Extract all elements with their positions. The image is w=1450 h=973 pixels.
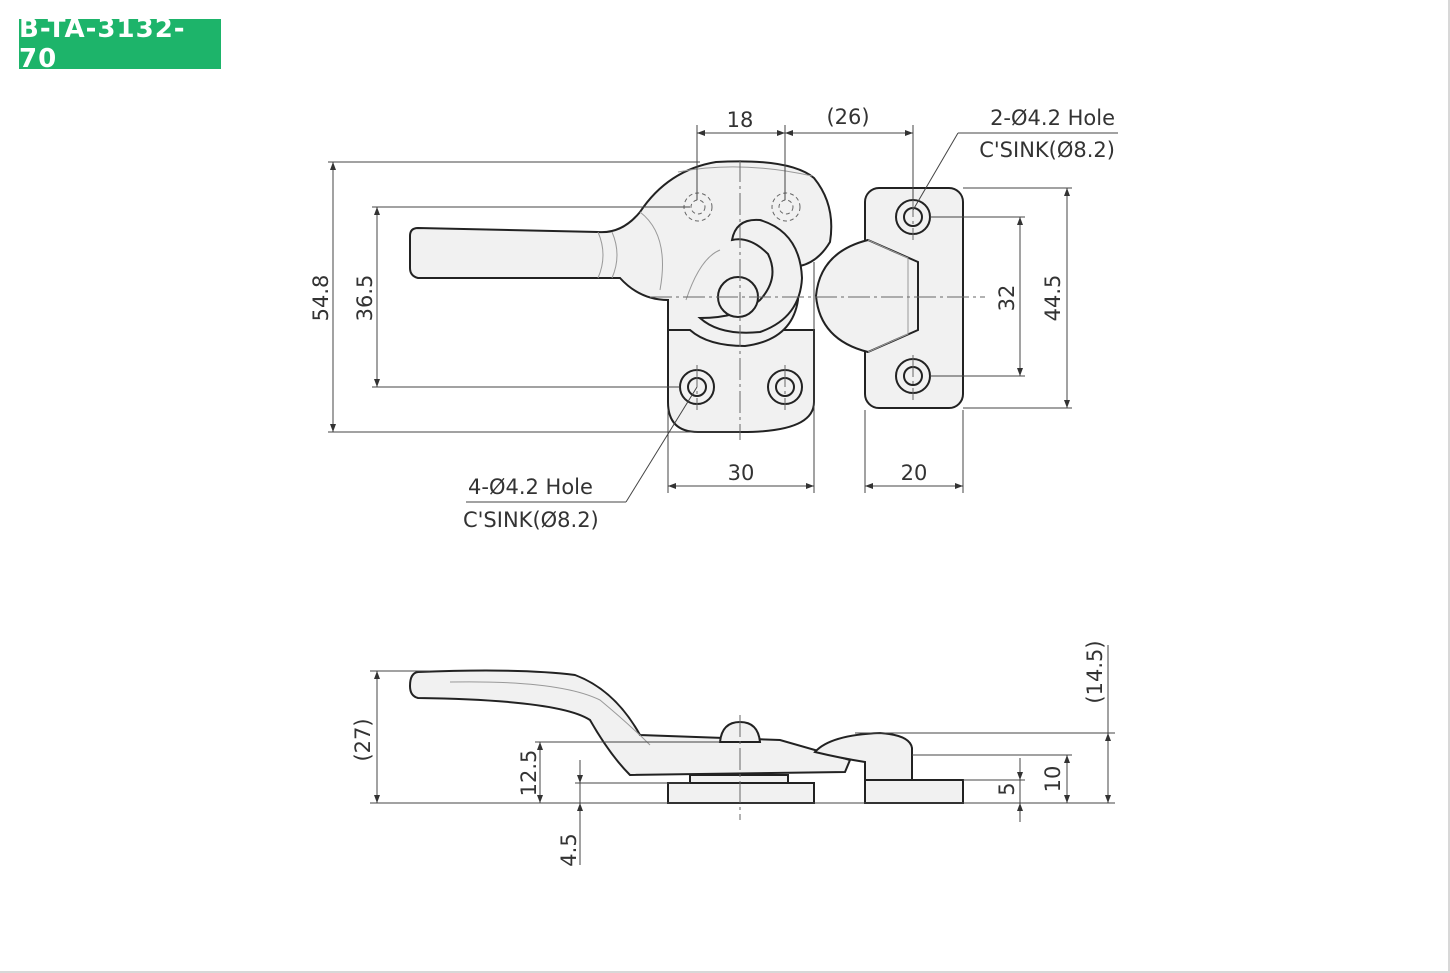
side-spacer bbox=[689, 774, 789, 784]
top-view: 18 (26) 54.8 36.5 32 44.5 bbox=[309, 105, 1118, 532]
dim-32: 32 bbox=[995, 285, 1019, 312]
dim-20: 20 bbox=[901, 461, 928, 485]
dim-26: (26) bbox=[826, 105, 869, 129]
dim-10: 10 bbox=[1041, 766, 1065, 793]
dim-5: 5 bbox=[995, 782, 1019, 795]
side-view: (27) 12.5 4.5 (14.5) 5 10 bbox=[351, 640, 1115, 867]
dim-27: (27) bbox=[351, 718, 375, 761]
keeper-hook bbox=[814, 238, 919, 354]
side-keeper-base bbox=[864, 779, 964, 804]
side-base bbox=[667, 782, 815, 804]
dim-14-5: (14.5) bbox=[1083, 640, 1107, 703]
dim-30: 30 bbox=[728, 461, 755, 485]
callout-keeper-csink: C'SINK(Ø8.2) bbox=[979, 138, 1115, 162]
part-number-badge: B-TA-3132-70 bbox=[19, 14, 221, 74]
dim-54-8: 54.8 bbox=[309, 275, 333, 322]
callout-keeper-hole: 2-Ø4.2 Hole bbox=[990, 106, 1115, 130]
lever-base-plate bbox=[667, 329, 815, 433]
side-keeper-hook bbox=[813, 731, 913, 781]
dim-12-5: 12.5 bbox=[517, 750, 541, 797]
top-dimensions: 18 (26) 54.8 36.5 32 44.5 bbox=[309, 105, 1118, 532]
side-dimensions: (27) 12.5 4.5 (14.5) 5 10 bbox=[351, 640, 1115, 867]
cam-hook-slot bbox=[697, 218, 804, 334]
dim-4-5: 4.5 bbox=[557, 833, 581, 866]
side-lever bbox=[408, 669, 852, 777]
dim-36-5: 36.5 bbox=[353, 275, 377, 322]
callout-base-hole: 4-Ø4.2 Hole bbox=[468, 475, 593, 499]
dim-44-5: 44.5 bbox=[1041, 275, 1065, 322]
callout-base-csink: C'SINK(Ø8.2) bbox=[463, 508, 599, 532]
dim-18: 18 bbox=[727, 108, 754, 132]
